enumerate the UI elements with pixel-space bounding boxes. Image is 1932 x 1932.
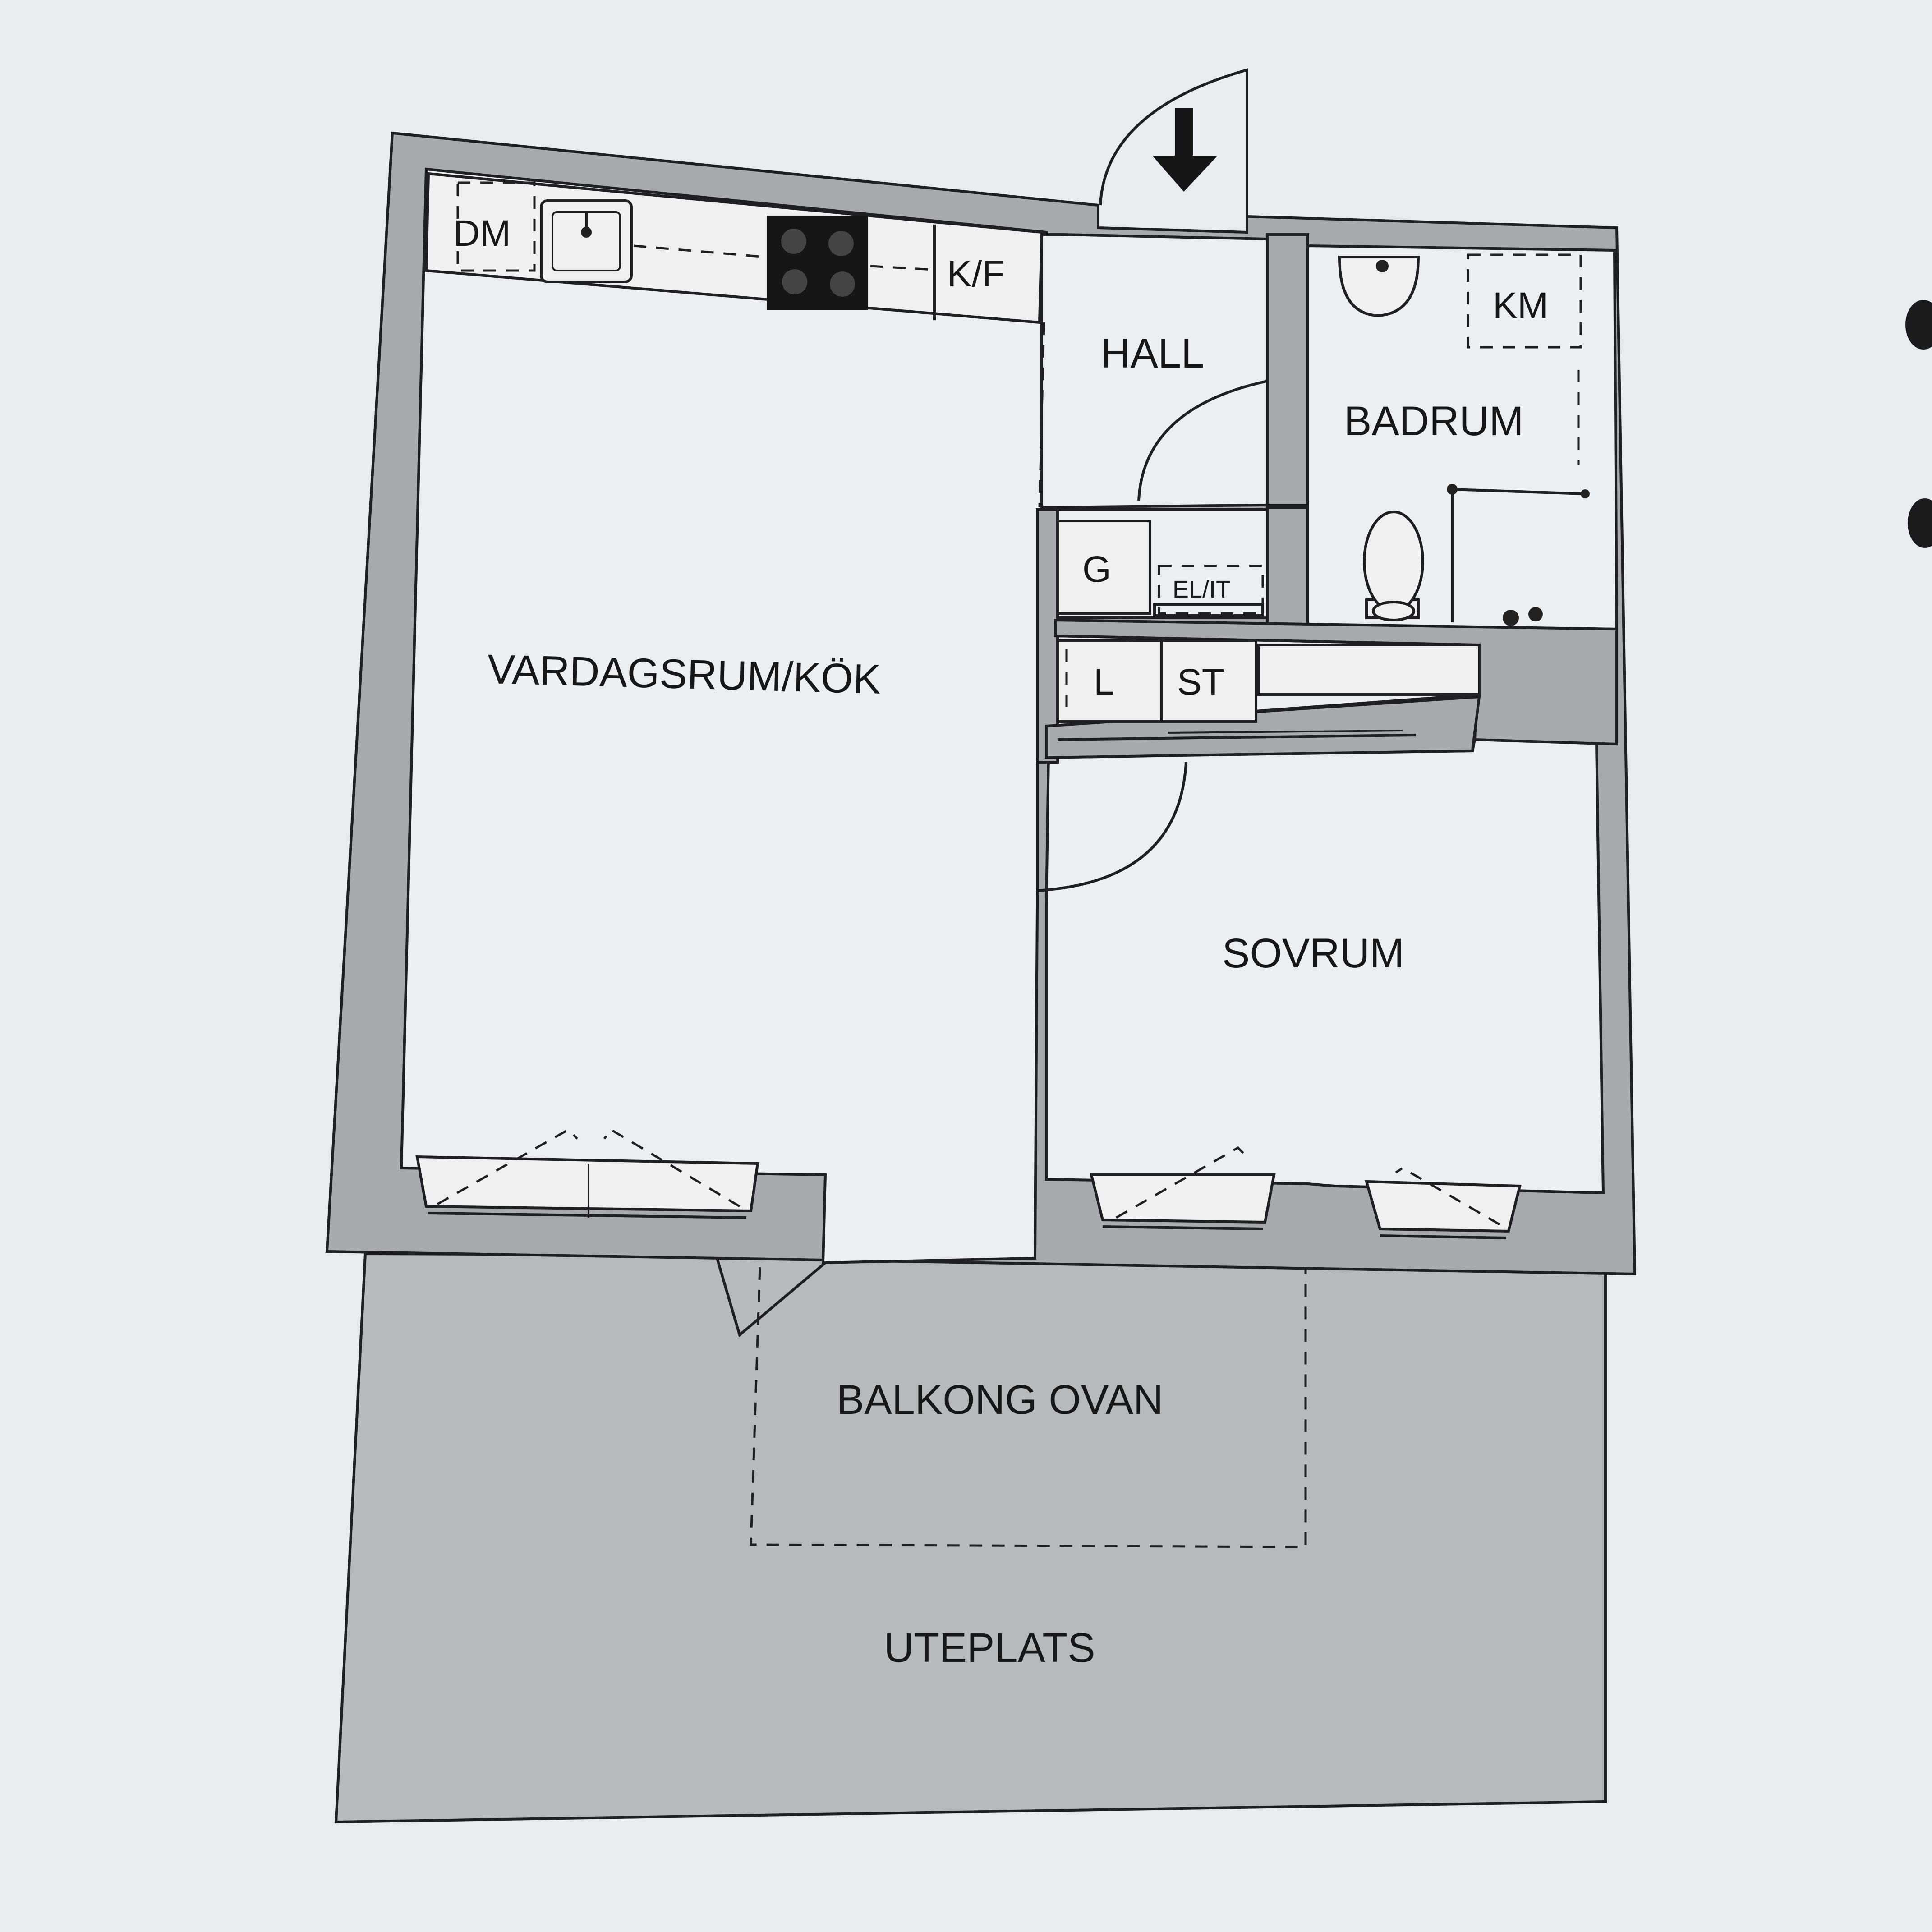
electrical-it-label: EL/IT [1173,576,1231,603]
patio-label: UTEPLATS [884,1625,1095,1671]
dishwasher-outline [456,181,536,272]
window-living [415,1128,759,1219]
washing-machine-label: KM [1493,285,1548,326]
washbasin-icon [1338,256,1420,317]
electrical-cabinet [1158,565,1264,615]
storage-closet [1160,639,1257,723]
window-bedroom-1 [1090,1146,1276,1230]
stove-icon [767,216,868,310]
binder-ring-top [1905,300,1932,350]
hall-floor [1040,233,1269,509]
storage-label: ST [1177,662,1224,703]
patio-area [334,1252,1607,1824]
balcony-above-outline [750,1267,1307,1548]
bathroom-label: BADRUM [1344,398,1524,444]
toilet-icon [1363,511,1424,612]
dishwasher-label: DM [453,213,511,254]
living-kitchen-label: VARDAGSRUM/KÖK [487,646,881,703]
fridge-freezer-label: K/F [947,253,1005,294]
hall-label: HALL [1100,331,1204,377]
washing-machine-outline [1467,253,1582,349]
bedroom-label: SOVRUM [1222,930,1404,976]
kitchen-hall-boundary [1038,322,1045,508]
wardrobe-g [1056,520,1151,615]
sink-icon [540,199,633,283]
binder-ring-bottom [1908,498,1932,548]
window-bedroom-2 [1364,1167,1522,1239]
bathroom-door [1137,380,1268,501]
entrance-door [1099,68,1248,232]
wardrobe-label: G [1082,549,1111,590]
balcony-above-label: BALKONG OVAN [837,1377,1163,1423]
linen-label: L [1094,662,1114,703]
bedroom-door [1037,762,1187,892]
balcony-door [716,1258,826,1338]
arrow-down-icon [1152,108,1218,192]
living-kitchen-floor [400,167,1048,1265]
shower-rail [1452,488,1586,495]
